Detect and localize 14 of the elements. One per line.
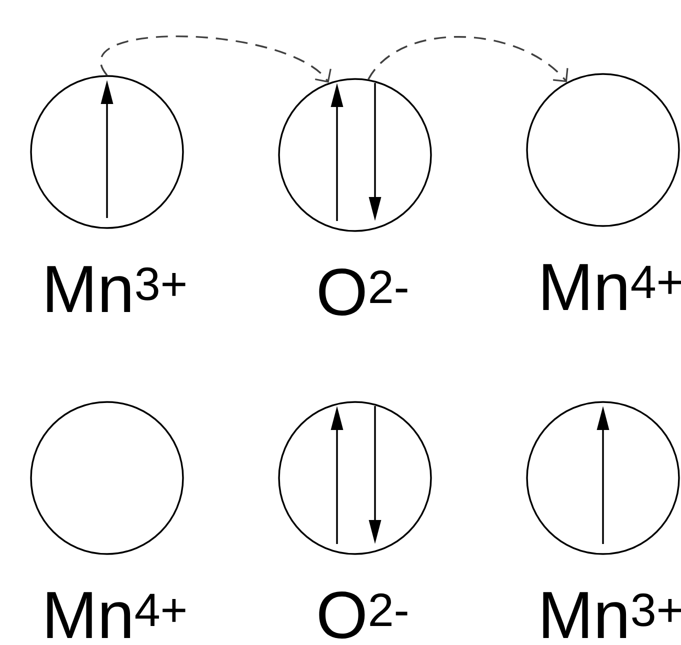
ion-circle (30, 75, 184, 229)
ion-circle (526, 73, 680, 227)
ion-label: Mn$^{3+}$ (47, 266, 186, 312)
ion-circle (526, 401, 680, 555)
ion-label: Mn$^{4+}$ (543, 264, 681, 310)
hopping-arrow (100, 36, 332, 83)
hopping-arrow (368, 36, 568, 82)
ion-circle (278, 78, 432, 232)
ion-circle (30, 401, 184, 555)
ion-label: Mn$^{3+}$ (543, 592, 681, 638)
ion-circle (278, 401, 432, 555)
ion-label: O$^{2-}$ (319, 268, 408, 316)
ion-label: O$^{2-}$ (319, 591, 408, 639)
ion-label: Mn$^{4+}$ (47, 592, 186, 638)
